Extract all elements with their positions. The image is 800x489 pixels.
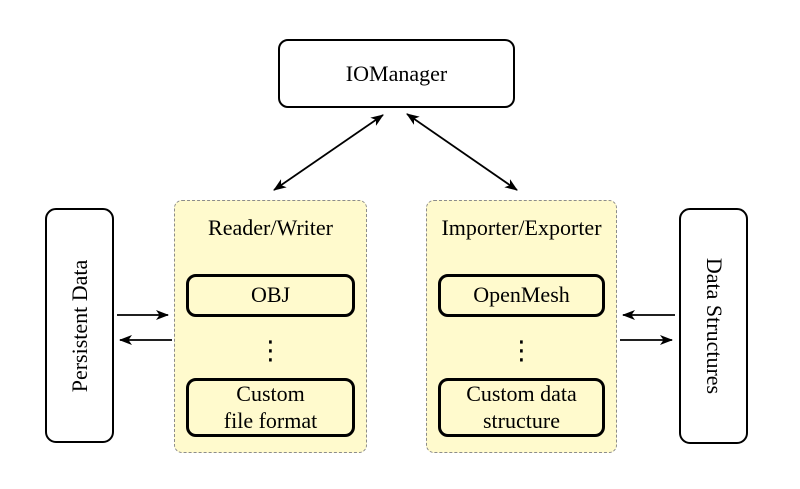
node-iomanager: IOManager	[278, 39, 515, 108]
iomanager-label: IOManager	[345, 60, 448, 86]
importer-exporter-title: Importer/Exporter	[441, 215, 602, 240]
node-persistent-data: Persistent Data	[45, 208, 114, 443]
node-obj: OBJ	[186, 274, 355, 317]
vertical-ellipsis: ⋮	[257, 336, 284, 366]
obj-label: OBJ	[250, 282, 291, 308]
data-structures-label: Data Structures	[701, 257, 727, 395]
node-custom-file-format: Custom file format	[186, 378, 355, 437]
custom-data-structure-label: Custom data structure	[466, 380, 577, 433]
vertical-ellipsis: ⋮	[508, 336, 535, 366]
node-openmesh: OpenMesh	[438, 274, 605, 317]
persistent-data-label: Persistent Data	[66, 259, 92, 392]
node-custom-data-structure: Custom data structure	[438, 378, 605, 437]
panel-reader-writer: Reader/Writer OBJ ⋮ Custom file format	[174, 200, 367, 453]
custom-file-format-label: Custom file format	[223, 380, 318, 433]
reader-writer-title: Reader/Writer	[208, 215, 333, 240]
panel-importer-exporter: Importer/Exporter OpenMesh ⋮ Custom data…	[426, 200, 617, 453]
node-data-structures: Data Structures	[679, 208, 748, 444]
openmesh-label: OpenMesh	[473, 282, 570, 308]
arrow-iomanager-importerexporter	[406, 113, 518, 191]
arrow-iomanager-readerwriter	[273, 114, 384, 191]
